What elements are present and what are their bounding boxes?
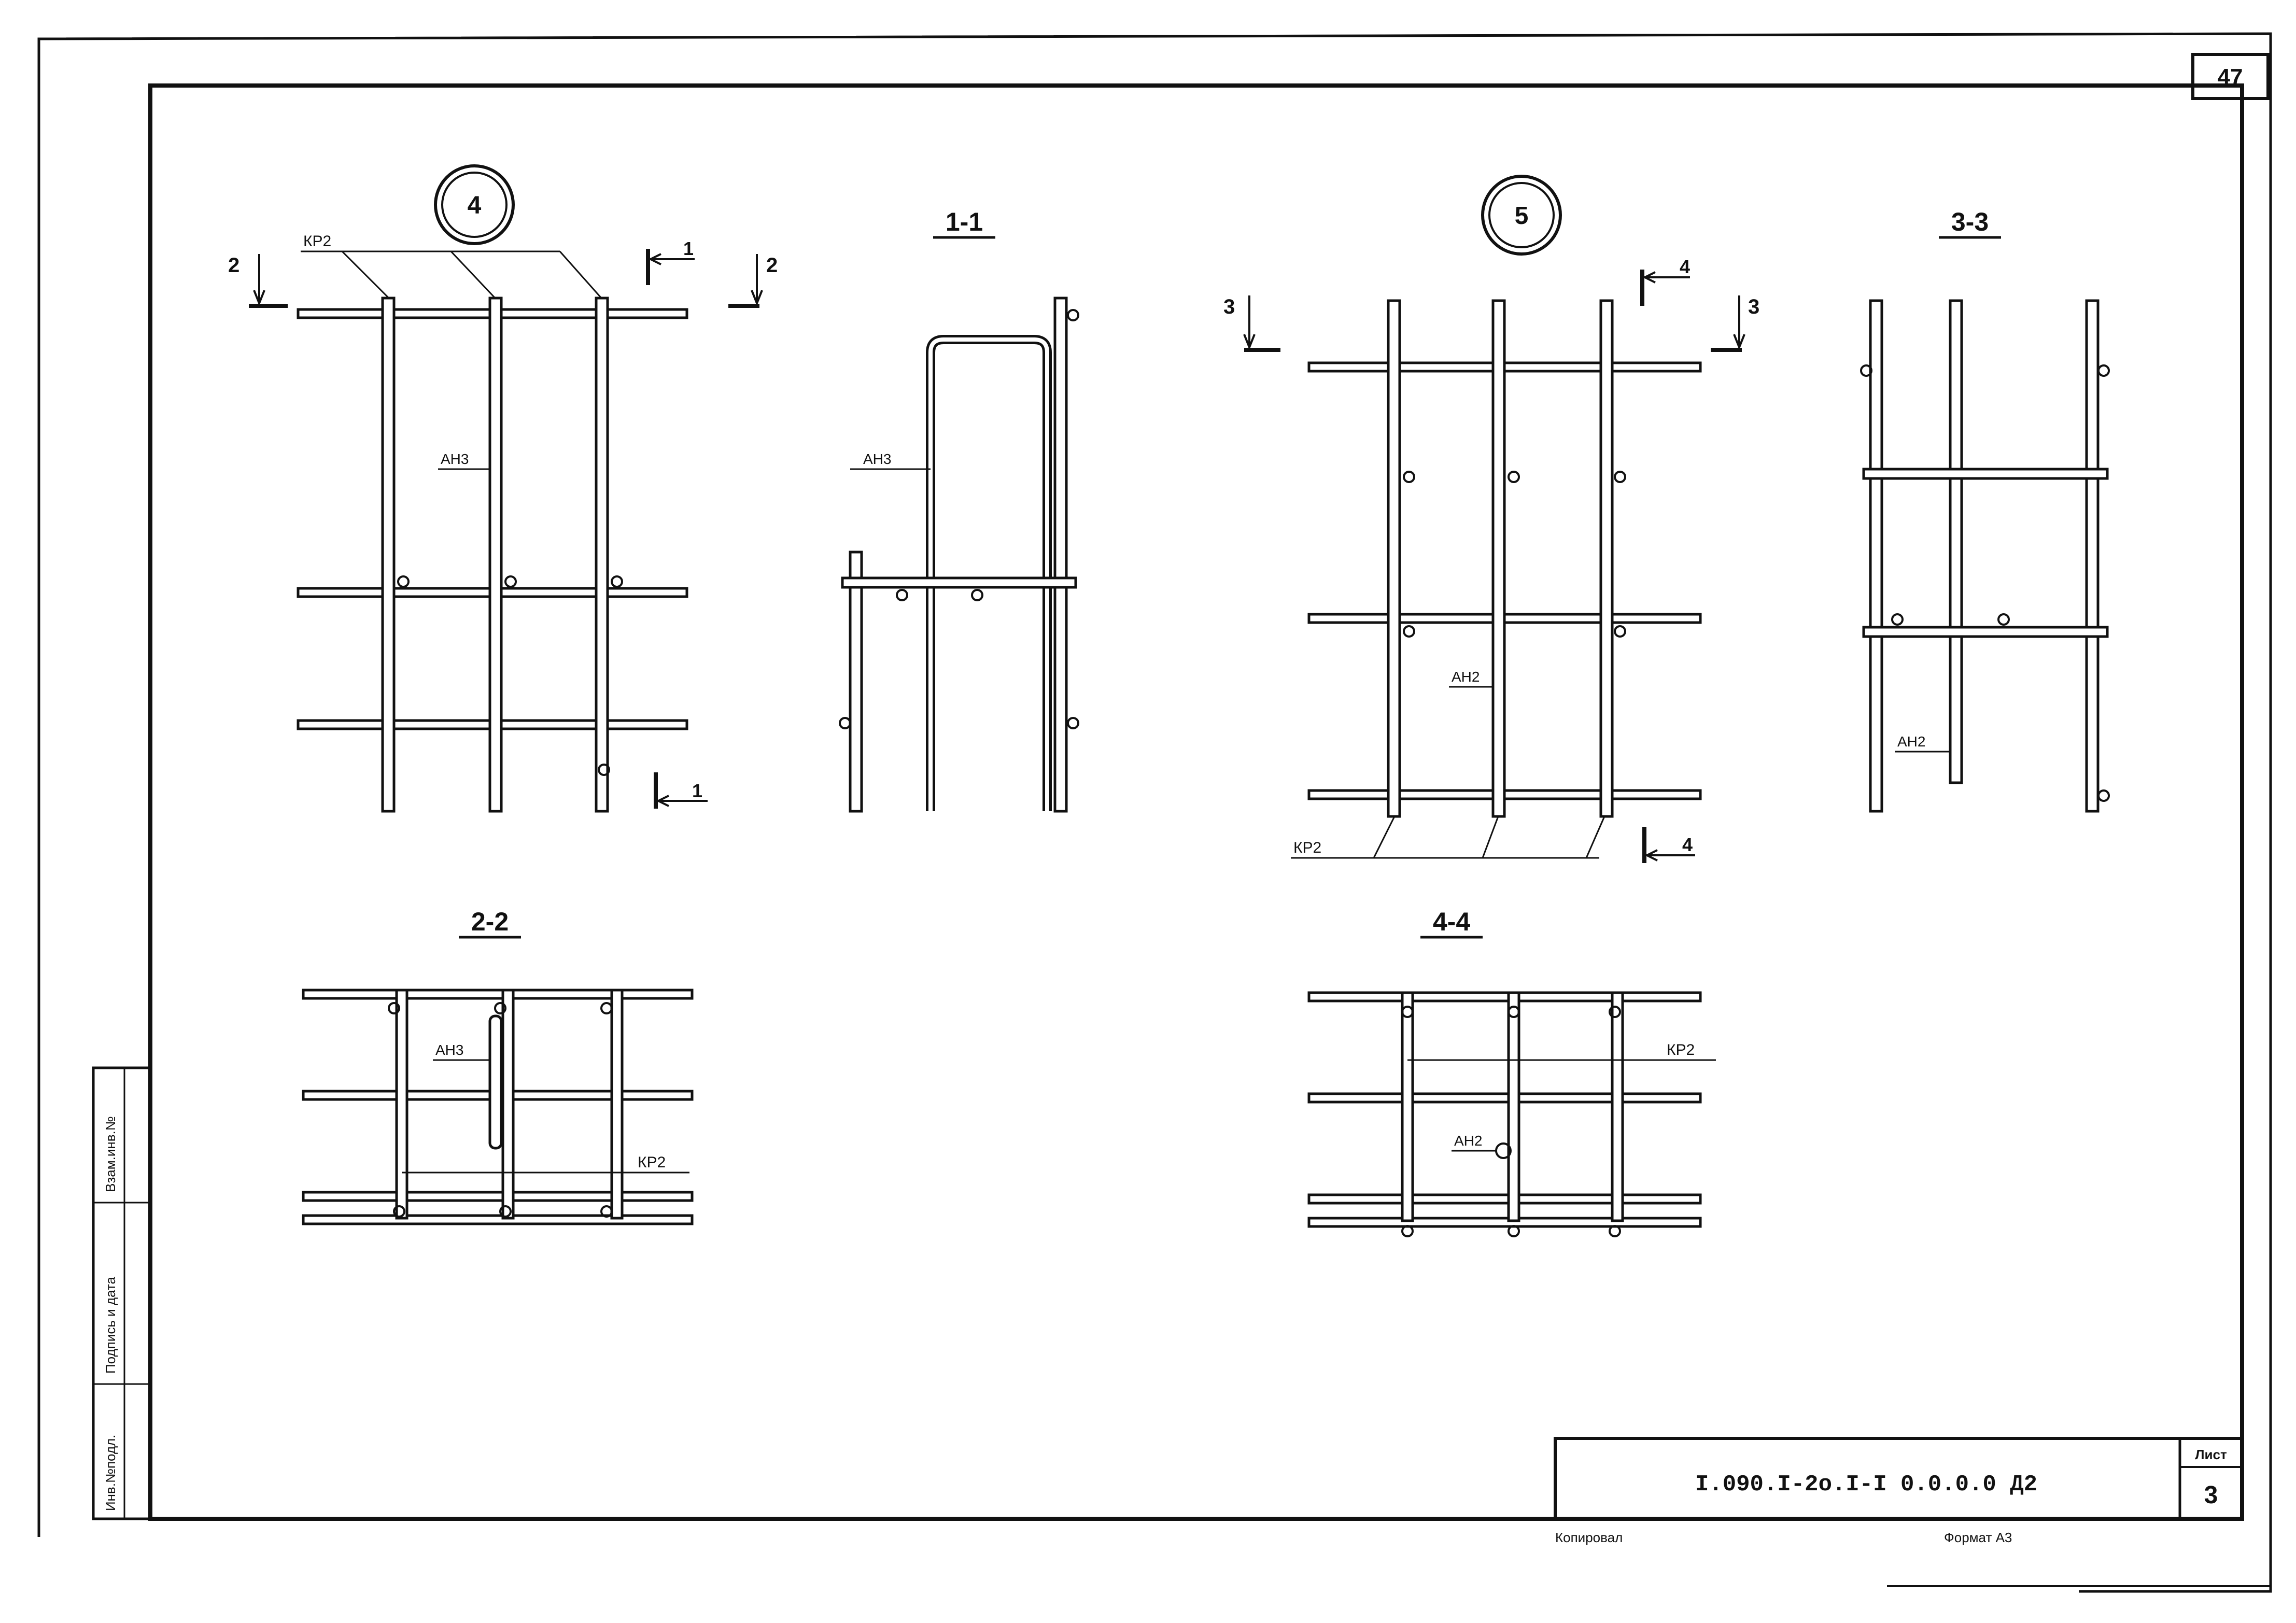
section-mark-1-top-label: 1: [683, 238, 694, 259]
section-2-2-title: 2-2: [471, 907, 509, 936]
section-mark-1-bottom-label: 1: [692, 780, 702, 801]
section-mark-1-top: 1: [646, 238, 695, 285]
section-mark-2-left-label: 2: [228, 254, 240, 277]
section-mark-2-right: 2: [728, 254, 778, 308]
section-mark-1-bottom: 1: [654, 772, 708, 809]
node-4-callout: 4: [434, 164, 515, 245]
node-4-number: 4: [468, 192, 482, 219]
sheet-number: 3: [2204, 1481, 2218, 1509]
section-mark-3-right-label: 3: [1748, 295, 1759, 318]
section-2-2-view: 2-2 АН3 КР2: [302, 907, 694, 1225]
sheet-number-top: 47: [2218, 64, 2243, 90]
sheet-label: Лист: [2195, 1447, 2227, 1462]
section-4-4-title: 4-4: [1433, 907, 1470, 936]
section-2-2-kp2-label: КР2: [638, 1154, 666, 1171]
sheet-number-box: 47: [2191, 53, 2270, 100]
section-mark-2-right-label: 2: [766, 254, 778, 277]
section-mark-4-bottom-label: 4: [1682, 834, 1693, 855]
section-1-1-title: 1-1: [946, 207, 983, 236]
section-mark-4-top-label: 4: [1680, 256, 1690, 277]
section-4-4-an2-label: АН2: [1454, 1133, 1482, 1149]
section-mark-4-top: 4: [1640, 256, 1690, 306]
section-mark-3-left: 3: [1223, 295, 1280, 352]
side-stamp: Инв.№подл. Подпись и дата Взам.инв.№: [92, 1066, 152, 1520]
node-4-kp2-label: КР2: [303, 233, 331, 250]
node-4-view: 4 КР2 АН3 2 2: [228, 164, 778, 813]
section-4-4-view: 4-4 КР2 АН2: [1307, 907, 1716, 1237]
section-mark-4-bottom: 4: [1642, 827, 1695, 863]
side-stamp-replace-inv: Взам.инв.№: [103, 1116, 118, 1192]
side-stamp-sign-date: Подпись и дата: [103, 1276, 118, 1374]
section-3-3-title: 3-3: [1951, 207, 1989, 236]
node-5-number: 5: [1515, 202, 1529, 230]
section-3-3-view: 3-3 АН2: [1860, 207, 2110, 813]
section-mark-2-left: 2: [228, 254, 288, 308]
section-mark-3-left-label: 3: [1223, 295, 1235, 318]
node-5-kp2-label: КР2: [1293, 839, 1321, 856]
section-1-1-an3-label: АН3: [863, 451, 891, 467]
node-5-an2-label: АН2: [1452, 669, 1480, 685]
node-4-an3-label: АН3: [441, 451, 469, 467]
title-block: I.090.I-2о.I-I 0.0.0.0 Д2 Лист 3 Копиров…: [1554, 1437, 2244, 1545]
side-stamp-inv-orig: Инв.№подл.: [103, 1434, 118, 1511]
section-2-2-an3-label: АН3: [435, 1042, 463, 1058]
node-5-callout: 5: [1481, 175, 1562, 256]
node-5-view: 5 АН2 КР2 3 3: [1223, 175, 1759, 863]
section-3-3-an2-label: АН2: [1897, 733, 1925, 750]
section-4-4-kp2-label: КР2: [1667, 1041, 1695, 1059]
copied-label: Копировал: [1555, 1530, 1623, 1545]
section-mark-3-right: 3: [1711, 295, 1759, 352]
section-1-1-view: 1-1 АН3: [839, 207, 1079, 813]
format-label: Формат А3: [1944, 1530, 2012, 1545]
drawing-code: I.090.I-2о.I-I 0.0.0.0 Д2: [1695, 1472, 2037, 1498]
sheet-frame: [37, 32, 2272, 1593]
